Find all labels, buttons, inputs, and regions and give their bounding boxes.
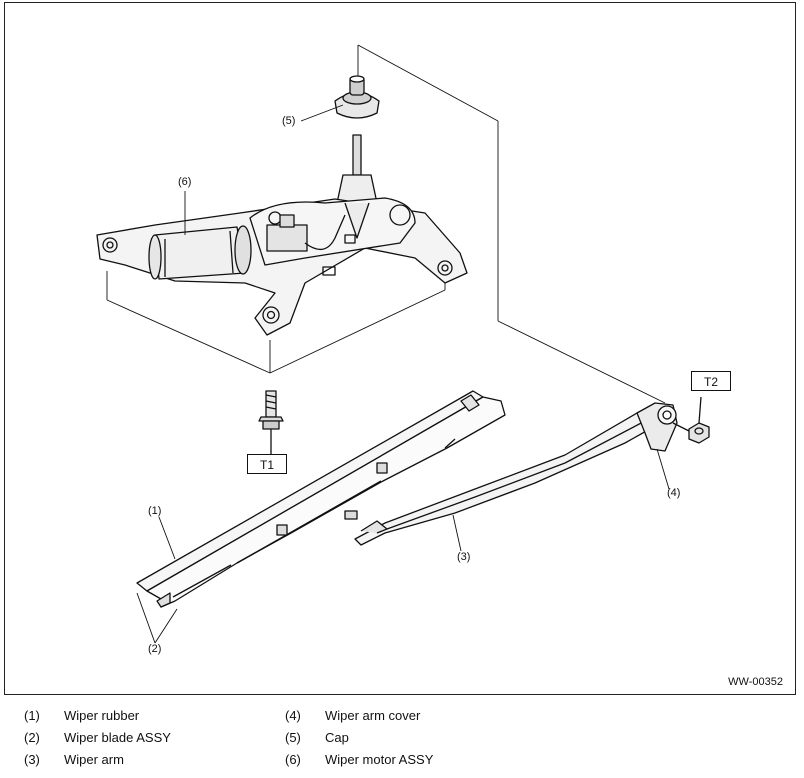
cap-part xyxy=(334,75,380,119)
wiper-motor-part xyxy=(96,134,468,336)
legend-item: (3) Wiper arm xyxy=(24,752,124,767)
legend-number: (2) xyxy=(24,730,40,745)
callout-5: (5) xyxy=(282,115,296,127)
wiper-arm-part xyxy=(354,402,690,546)
callout-4: (4) xyxy=(667,487,681,499)
legend-text: Wiper arm xyxy=(64,752,124,767)
figure-id: WW-00352 xyxy=(728,676,783,688)
callout-2: (2) xyxy=(148,643,162,655)
bolt-part xyxy=(258,390,284,455)
diagram-frame: (5) (6) (1) (2) (3) (4) T1 T2 WW-00352 xyxy=(4,2,796,695)
legend-text: Wiper rubber xyxy=(64,708,140,723)
legend-number: (4) xyxy=(285,708,301,723)
legend-text: Cap xyxy=(325,730,349,745)
legend-item: (4) Wiper arm cover xyxy=(285,708,420,723)
legend-item: (6) Wiper motor ASSY xyxy=(285,752,433,767)
callout-3: (3) xyxy=(457,551,471,563)
legend-text: Wiper arm cover xyxy=(325,708,421,723)
legend-text: Wiper motor ASSY xyxy=(325,752,434,767)
legend-text: Wiper blade ASSY xyxy=(64,730,171,745)
callout-6: (6) xyxy=(178,176,192,188)
legend-number: (5) xyxy=(285,730,301,745)
leader-lines xyxy=(136,104,670,644)
torque-label-t1: T1 xyxy=(247,454,287,474)
legend-item: (5) Cap xyxy=(285,730,349,745)
legend-number: (1) xyxy=(24,708,40,723)
legend-number: (3) xyxy=(24,752,40,767)
wiper-blade-part xyxy=(136,390,506,608)
nut-part xyxy=(688,396,710,444)
exploded-view-drawing xyxy=(96,44,710,644)
torque-label-t2: T2 xyxy=(691,371,731,391)
legend-item: (2) Wiper blade ASSY xyxy=(24,730,171,745)
alignment-lines xyxy=(106,44,666,404)
callout-1: (1) xyxy=(148,505,162,517)
legend-item: (1) Wiper rubber xyxy=(24,708,139,723)
legend-number: (6) xyxy=(285,752,301,767)
